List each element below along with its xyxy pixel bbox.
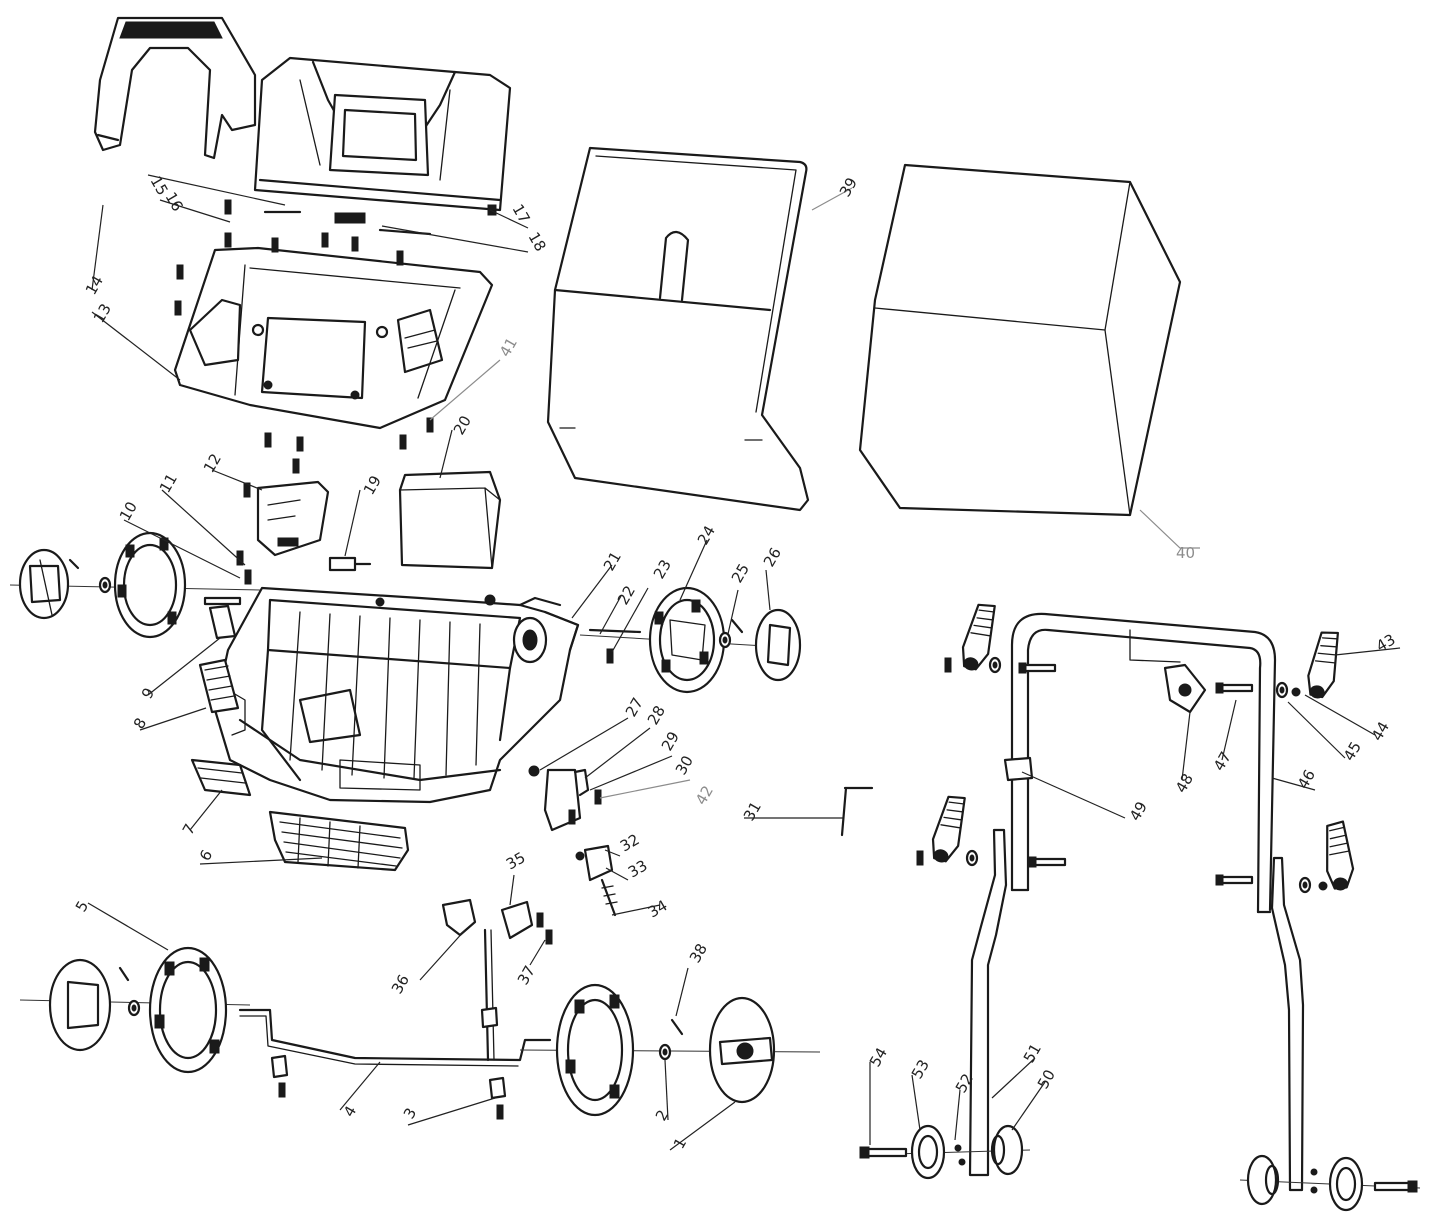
callout-43: 43 bbox=[1373, 630, 1399, 655]
callout-14: 14 bbox=[82, 272, 107, 298]
callout-3: 3 bbox=[400, 1105, 420, 1122]
callout-24: 24 bbox=[694, 522, 719, 548]
callout-11: 11 bbox=[156, 470, 181, 496]
callout-7: 7 bbox=[179, 821, 199, 838]
top-cover-part bbox=[253, 56, 512, 212]
callout-4: 4 bbox=[340, 1103, 360, 1120]
callout-8: 8 bbox=[130, 715, 150, 732]
callout-10: 10 bbox=[116, 498, 141, 524]
grass-bag-part bbox=[858, 163, 1182, 517]
upper-housing-part bbox=[173, 246, 494, 430]
callout-20: 20 bbox=[450, 412, 475, 438]
callout-35: 35 bbox=[503, 848, 529, 873]
callout-32: 32 bbox=[617, 830, 643, 855]
callout-29: 29 bbox=[658, 728, 683, 754]
callout-36: 36 bbox=[388, 971, 413, 997]
callout-38: 38 bbox=[686, 940, 711, 966]
callout-37: 37 bbox=[514, 962, 539, 988]
front-grille-part bbox=[268, 810, 410, 872]
callout-17: 17 bbox=[509, 201, 534, 227]
callout-45: 45 bbox=[1340, 738, 1365, 764]
callout-33: 33 bbox=[625, 856, 651, 881]
right-rear-wheel-assembly bbox=[579, 586, 802, 694]
leader-lines bbox=[87, 174, 1401, 1151]
callout-2: 2 bbox=[652, 1107, 672, 1124]
callout-18: 18 bbox=[525, 229, 550, 255]
callout-9: 9 bbox=[138, 685, 158, 702]
left-rear-wheel-assembly bbox=[9, 531, 261, 639]
callout-46: 46 bbox=[1294, 766, 1319, 792]
callout-25: 25 bbox=[728, 560, 753, 586]
callout-22: 22 bbox=[614, 582, 639, 608]
callout-13: 13 bbox=[90, 300, 115, 326]
latch-parts bbox=[441, 898, 553, 945]
motor-cover-part bbox=[243, 480, 330, 557]
callout-21: 21 bbox=[600, 548, 625, 574]
brush-plate-parts bbox=[190, 604, 252, 797]
main-deck-part bbox=[213, 586, 580, 804]
callout-23: 23 bbox=[650, 556, 675, 582]
callout-27: 27 bbox=[622, 694, 647, 720]
callout-44: 44 bbox=[1368, 718, 1393, 744]
callout-31: 31 bbox=[740, 798, 765, 824]
callout-5: 5 bbox=[72, 898, 92, 915]
callout-40: 40 bbox=[1176, 544, 1195, 562]
callout-48: 48 bbox=[1172, 770, 1197, 796]
left-small-wheel-assembly bbox=[859, 1124, 1031, 1180]
callout-53: 53 bbox=[908, 1056, 933, 1082]
callout-51: 51 bbox=[1020, 1040, 1045, 1066]
right-small-wheel-assembly bbox=[1239, 1154, 1421, 1212]
callout-50: 50 bbox=[1034, 1066, 1059, 1092]
front-axle-assembly bbox=[19, 928, 821, 1120]
switch-link-parts bbox=[263, 204, 497, 236]
callout-39: 39 bbox=[836, 174, 861, 200]
height-adjust-parts bbox=[528, 765, 618, 917]
callout-30: 30 bbox=[672, 752, 697, 778]
carry-handle-part bbox=[93, 16, 257, 160]
grass-bag-frame-part bbox=[546, 146, 810, 512]
lower-handle-bars bbox=[968, 828, 1305, 1192]
callout-47: 47 bbox=[1210, 748, 1235, 774]
callout-6: 6 bbox=[196, 847, 216, 864]
lever-part bbox=[840, 786, 874, 837]
callout-42: 42 bbox=[692, 782, 717, 808]
handle-frame-assembly bbox=[916, 599, 1356, 914]
callout-12: 12 bbox=[200, 450, 225, 476]
axle-pin-parts bbox=[203, 550, 252, 606]
callout-41: 41 bbox=[496, 334, 521, 360]
callout-19: 19 bbox=[360, 472, 385, 498]
rod-part bbox=[328, 556, 372, 572]
callout-26: 26 bbox=[760, 544, 785, 570]
callout-28: 28 bbox=[644, 702, 669, 728]
callout-34: 34 bbox=[645, 896, 671, 921]
battery-part bbox=[398, 470, 502, 570]
callout-49: 49 bbox=[1126, 798, 1151, 824]
